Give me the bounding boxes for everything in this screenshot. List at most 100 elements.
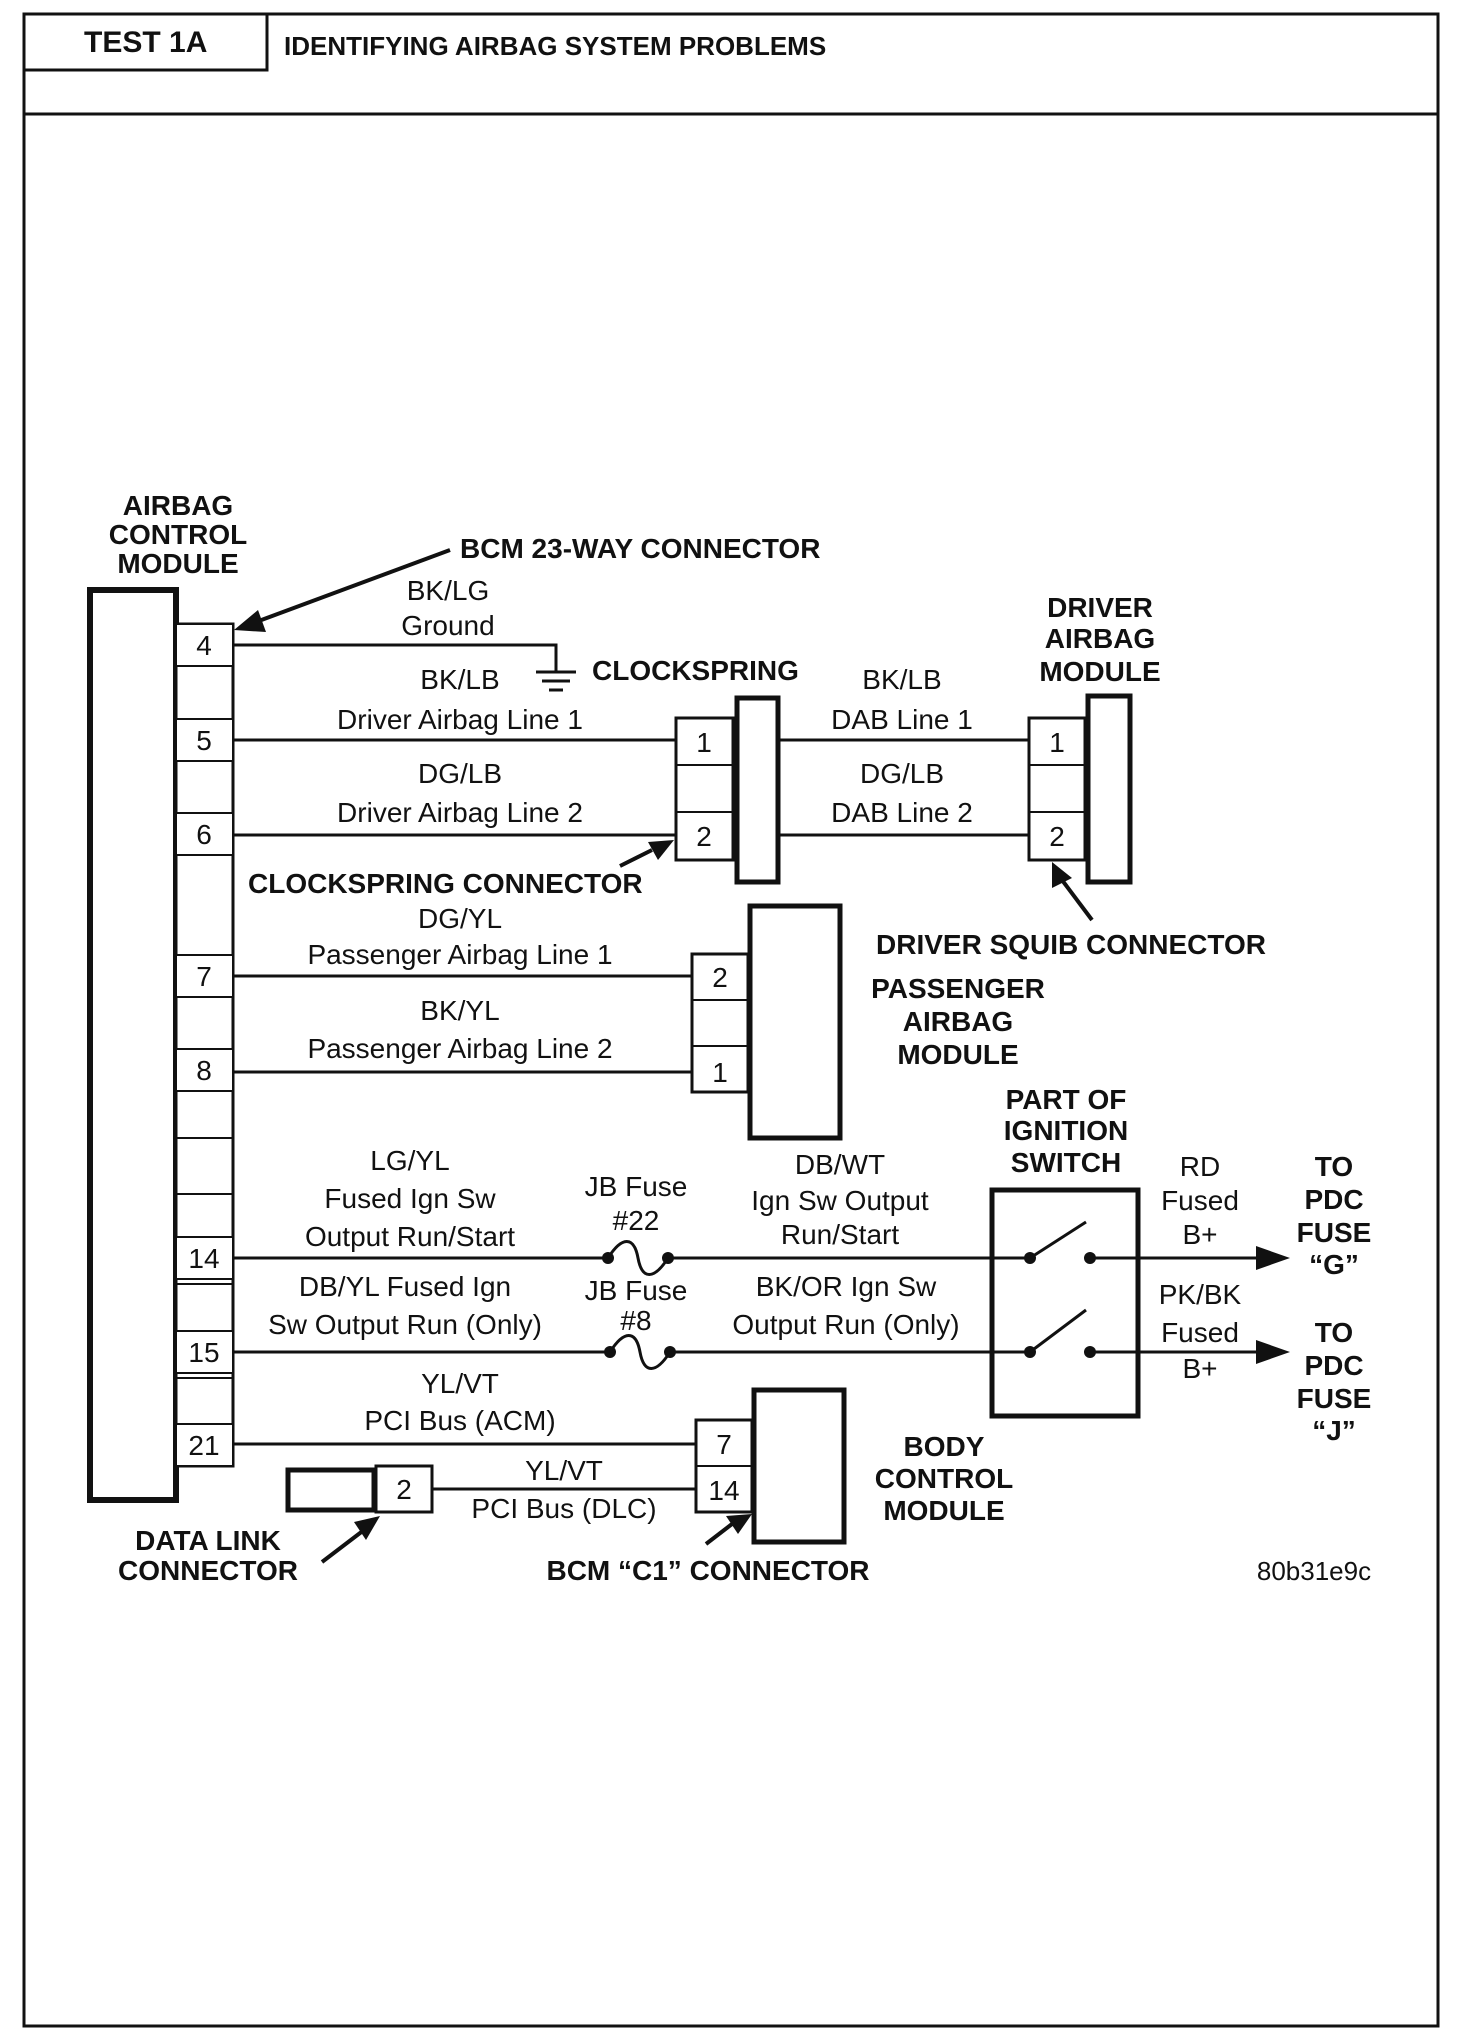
- pci-dlc-color: YL/VT: [525, 1455, 603, 1486]
- pdc-j-line-3: FUSE: [1297, 1383, 1372, 1414]
- ign-run-start-line-2: Fused Ign Sw: [324, 1183, 496, 1214]
- dlc-title-2: CONNECTOR: [118, 1555, 298, 1586]
- acm-pin-7: 7: [196, 961, 212, 992]
- driver-module-body: [1085, 693, 1133, 885]
- clockspring-connector: [674, 716, 735, 862]
- ign-run-only-line-2: Sw Output Run (Only): [268, 1309, 542, 1340]
- pass-line2-desc: Passenger Airbag Line 2: [307, 1033, 612, 1064]
- pdc-g-line-2: PDC: [1304, 1184, 1363, 1215]
- pdc-j-line-4: “J”: [1312, 1415, 1356, 1446]
- page-frame: [22, 12, 1440, 2028]
- page-title: IDENTIFYING AIRBAG SYSTEM PROBLEMS: [284, 31, 826, 61]
- bcm-pin-7: 7: [716, 1429, 732, 1460]
- clockspring-pin-1: 1: [696, 727, 712, 758]
- driver-squib-connector-label: DRIVER SQUIB CONNECTOR: [876, 929, 1266, 960]
- dab-line1-color: BK/LB: [862, 664, 941, 695]
- passenger-module-title-2: AIRBAG: [903, 1006, 1013, 1037]
- driver-module-title-3: MODULE: [1039, 656, 1160, 687]
- pass-line1-desc: Passenger Airbag Line 1: [307, 939, 612, 970]
- driver-line2-color: DG/LB: [418, 758, 502, 789]
- driver-module-pin-1: 1: [1049, 727, 1065, 758]
- acm-title-2: CONTROL: [109, 519, 247, 550]
- acm-pin-21: 21: [188, 1430, 219, 1461]
- ign-out-run-only-line-1: BK/OR Ign Sw: [756, 1271, 937, 1302]
- acm-pin-cell: [175, 1423, 234, 1467]
- test-id-box: [22, 12, 269, 72]
- jb-fuse22-symbol: [606, 1240, 670, 1276]
- bcm23-arrow-line: [255, 548, 451, 624]
- driver-module-pin-2: 2: [1049, 821, 1065, 852]
- pdc-g-line-3: FUSE: [1297, 1217, 1372, 1248]
- pdc-j-line-1: TO: [1315, 1317, 1353, 1348]
- bcm-title-2: CONTROL: [875, 1463, 1013, 1494]
- pci-dlc-desc: PCI Bus (DLC): [471, 1493, 656, 1524]
- rd-fused-line-2: Fused: [1161, 1185, 1239, 1216]
- acm-connector-strip: [174, 622, 235, 1468]
- ign-run-start-line-3: Output Run/Start: [305, 1221, 515, 1252]
- dab-line2-color: DG/LB: [860, 758, 944, 789]
- driver-squib-arrow-line: [1060, 878, 1094, 922]
- pdc-j-line-2: PDC: [1304, 1350, 1363, 1381]
- rd-fused-line-1: RD: [1180, 1151, 1220, 1182]
- jb-fuse8-line-2: #8: [620, 1305, 651, 1336]
- bcm-body: [751, 1387, 847, 1545]
- ign-out-run-start-line-1: DB/WT: [795, 1149, 885, 1180]
- passenger-module-title-3: MODULE: [897, 1039, 1018, 1070]
- ignition-switch-body: [989, 1187, 1141, 1419]
- acm-pin-cell: [175, 1048, 234, 1092]
- pdc-g-line-4: “G”: [1309, 1249, 1359, 1280]
- dlc-arrowhead: [354, 1516, 380, 1540]
- bcm-c1-arrowhead: [726, 1514, 752, 1534]
- acm-pin-15: 15: [188, 1337, 219, 1368]
- ign-run-only-line-1: DB/YL Fused Ign: [299, 1271, 511, 1302]
- ground-wire-desc: Ground: [401, 610, 494, 641]
- jb-fuse8-line-1: JB Fuse: [585, 1275, 688, 1306]
- pdc-g-line-1: TO: [1315, 1151, 1353, 1182]
- acm-pin-cell: [175, 718, 234, 762]
- ground-wire-color: BK/LG: [407, 575, 489, 606]
- ign-out-run-start-line-3: Run/Start: [781, 1219, 899, 1250]
- rd-fused-line-3: B+: [1182, 1219, 1217, 1250]
- bcm-c1-arrow-line: [704, 1522, 734, 1546]
- passenger-module-pin-1: 1: [712, 1057, 728, 1088]
- dab-line2-desc: DAB Line 2: [831, 797, 973, 828]
- clockspring-connector-arrowhead: [648, 840, 674, 860]
- dlc-title-1: DATA LINK: [135, 1525, 281, 1556]
- pass-line2-color: BK/YL: [420, 995, 499, 1026]
- passenger-module-body: [747, 903, 843, 1141]
- clockspring-body: [734, 695, 781, 885]
- jb-fuse22-line-1: JB Fuse: [585, 1171, 688, 1202]
- driver-module-title-1: DRIVER: [1047, 592, 1153, 623]
- bcm23-connector-label: BCM 23-WAY CONNECTOR: [460, 533, 820, 564]
- pass-line1-color: DG/YL: [418, 903, 502, 934]
- bcm-c1-connector-label: BCM “C1” CONNECTOR: [546, 1555, 869, 1586]
- dlc-pin-cell: [374, 1464, 434, 1514]
- driver-module-title-2: AIRBAG: [1045, 623, 1155, 654]
- ign-out-run-only-line-2: Output Run (Only): [732, 1309, 959, 1340]
- pkbk-fused-line-2: Fused: [1161, 1317, 1239, 1348]
- clockspring-label: CLOCKSPRING: [592, 655, 799, 686]
- ign-switch-title-2: IGNITION: [1004, 1115, 1128, 1146]
- clockspring-pin-2: 2: [696, 821, 712, 852]
- ign-out-run-start-line-2: Ign Sw Output: [751, 1185, 929, 1216]
- jb-fuse8-symbol: [608, 1334, 672, 1370]
- acm-title-1: AIRBAG: [123, 490, 233, 521]
- driver-line1-desc: Driver Airbag Line 1: [337, 704, 583, 735]
- dlc-arrow-line: [320, 1528, 366, 1564]
- ign-switch-title-1: PART OF: [1006, 1084, 1127, 1115]
- pkbk-fused-line-3: B+: [1182, 1353, 1217, 1384]
- acm-pin-cell: [175, 1236, 234, 1280]
- bcm-pin-14: 14: [708, 1475, 739, 1506]
- figure-id: 80b31e9c: [1257, 1556, 1371, 1586]
- acm-pin-14: 14: [188, 1243, 219, 1274]
- driver-squib-arrowhead: [1052, 862, 1072, 888]
- pkbk-fused-line-1: PK/BK: [1159, 1279, 1242, 1310]
- dlc-pin-2: 2: [396, 1474, 412, 1505]
- test-id: TEST 1A: [84, 26, 207, 59]
- pci-acm-color: YL/VT: [421, 1368, 499, 1399]
- driver-line2-desc: Driver Airbag Line 2: [337, 797, 583, 828]
- bcm23-arrowhead: [234, 610, 266, 632]
- ign-switch-title-3: SWITCH: [1011, 1147, 1121, 1178]
- acm-pin-5: 5: [196, 725, 212, 756]
- driver-module-connector: [1027, 716, 1087, 862]
